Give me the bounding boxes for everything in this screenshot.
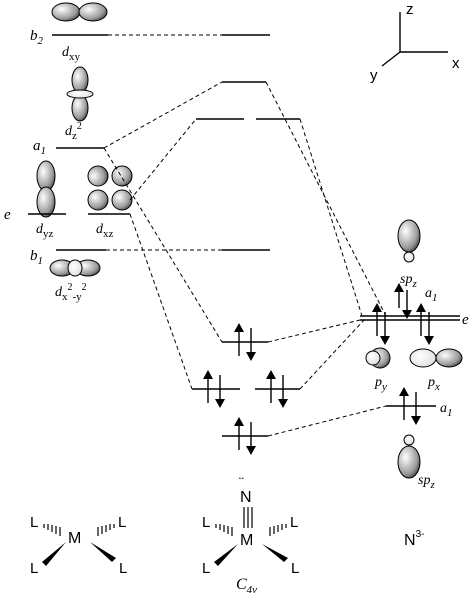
b2-label: b2 bbox=[30, 28, 44, 47]
px-orbital-icon bbox=[409, 348, 463, 368]
nitride-label: N3- bbox=[404, 529, 424, 549]
axis-z-label: z bbox=[406, 1, 414, 18]
dx2-y2-orbital-icon bbox=[49, 259, 101, 277]
complex-structure: ¨ N M L L L L bbox=[202, 475, 299, 577]
electron-pairs-ligand-upper bbox=[372, 283, 434, 345]
dz2-label: dz2 bbox=[65, 121, 82, 142]
svg-text:M: M bbox=[68, 530, 81, 547]
electron-pair-a1-bonding bbox=[234, 323, 256, 361]
electron-pair-a1-lower bbox=[234, 417, 256, 455]
ligand-e-label: e bbox=[462, 312, 469, 328]
dz2-orbital-icon bbox=[66, 66, 94, 122]
svg-text:L: L bbox=[119, 560, 127, 577]
dxz-orbital-icon bbox=[87, 165, 133, 211]
spz-bottom-orbital-icon bbox=[397, 434, 421, 479]
correlation-lines bbox=[103, 34, 387, 437]
dyz-orbital-icon bbox=[36, 160, 56, 218]
ligand-a1-lower-label: a1 bbox=[440, 401, 453, 419]
svg-text:L: L bbox=[291, 560, 299, 577]
svg-text:¨: ¨ bbox=[239, 475, 244, 492]
px-label: px bbox=[427, 375, 440, 393]
ml4-structure: M L L L L bbox=[30, 514, 127, 577]
dxy-orbital-icon bbox=[51, 2, 108, 22]
dx2-y2-label: dx2-y2 bbox=[55, 282, 87, 303]
axis-x-label: x bbox=[452, 55, 460, 72]
e-metal-label: e bbox=[4, 207, 11, 223]
spz-top-orbital-icon bbox=[397, 219, 421, 263]
svg-text:L: L bbox=[118, 514, 126, 531]
axis-y-label: y bbox=[370, 67, 378, 84]
electron-pair-ligand-lower bbox=[399, 387, 421, 425]
spz-bottom-label: spz bbox=[418, 473, 435, 491]
svg-text:L: L bbox=[30, 560, 38, 577]
dyz-label: dyz bbox=[36, 222, 54, 240]
svg-text:L: L bbox=[202, 560, 210, 577]
dxy-label: dxy bbox=[62, 45, 81, 63]
complex-label: C4v bbox=[236, 576, 257, 593]
spz-top-label: spz bbox=[400, 272, 417, 290]
svg-text:M: M bbox=[240, 532, 253, 549]
py-orbital-icon bbox=[365, 347, 391, 369]
b1-label: b1 bbox=[30, 248, 43, 267]
electron-pair-e-bonding-right bbox=[266, 370, 288, 408]
svg-text:L: L bbox=[30, 514, 38, 531]
py-label: py bbox=[374, 375, 387, 393]
axes-icon: z x y bbox=[370, 1, 460, 84]
ligand-a1-upper-label: a1 bbox=[425, 286, 438, 304]
svg-text:N: N bbox=[240, 489, 252, 506]
svg-text:L: L bbox=[202, 514, 210, 531]
svg-text:L: L bbox=[290, 514, 298, 531]
electron-pair-e-bonding-left bbox=[203, 370, 225, 408]
a1-label: a1 bbox=[33, 138, 46, 157]
dxz-label: dxz bbox=[96, 222, 114, 240]
